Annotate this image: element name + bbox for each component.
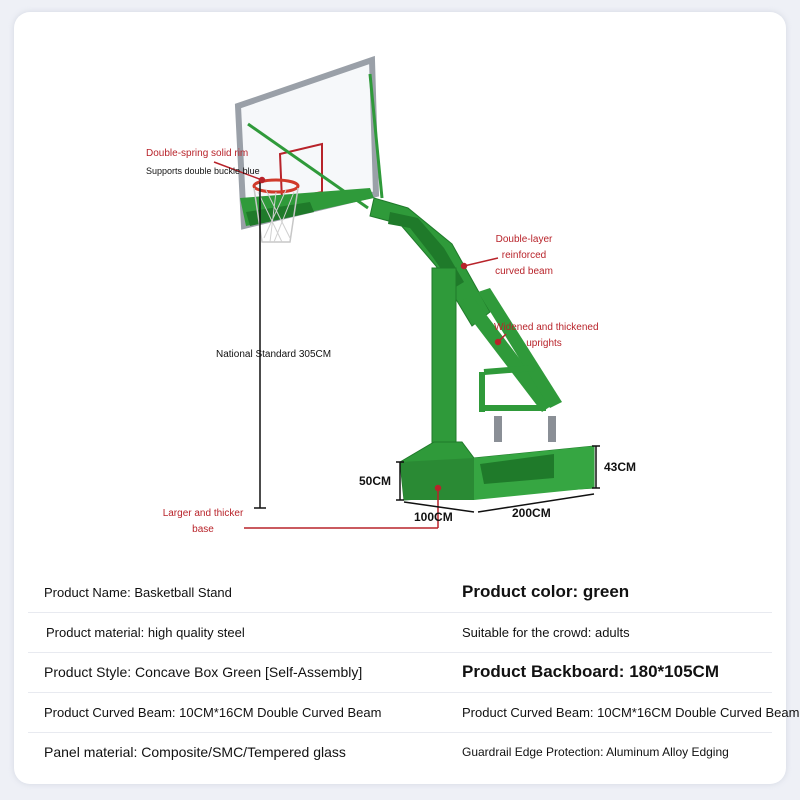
uprights-callout: Widened and thickened uprights: [494, 320, 599, 352]
product-card: Double-spring solid rim Supports double …: [14, 12, 799, 784]
spec-panel-material: Panel material: Composite/SMC/Tempered g…: [44, 744, 346, 760]
spec-guardrail: Guardrail Edge Protection: Aluminum Allo…: [462, 745, 729, 759]
base-height-label: 50CM: [359, 474, 392, 488]
uprights: [431, 267, 562, 459]
beam-callout-line: reinforced: [501, 250, 547, 261]
callout-leaders: [213, 161, 507, 529]
base-length-label: 200CM: [512, 506, 551, 520]
height-label: National Standard 305CM: [216, 349, 332, 360]
spec-backboard: Product Backboard: 180*105CM: [462, 662, 719, 681]
rim-callout-sub: Supports double buckle blue: [146, 166, 260, 176]
rim-and-net: [252, 178, 300, 243]
base-front-label: 100CM: [414, 510, 453, 524]
base-rear-height-label: 43CM: [604, 460, 637, 474]
rim-callout: Double-spring solid rim: [146, 148, 249, 159]
base-callout: Larger and thicker base: [162, 506, 244, 538]
spec-row: Product material: high quality steel Sui…: [28, 612, 772, 653]
beam-callout-line: curved beam: [495, 266, 553, 277]
spec-row: Panel material: Composite/SMC/Tempered g…: [28, 732, 772, 772]
uprights-callout-line: uprights: [526, 338, 562, 349]
spec-table: Product Name: Basketball Stand Product c…: [14, 572, 799, 784]
spec-row: Product Name: Basketball Stand Product c…: [28, 572, 772, 613]
spec-product-name: Product Name: Basketball Stand: [44, 584, 232, 600]
spec-crowd: Suitable for the crowd: adults: [462, 624, 630, 640]
base-callout-line: Larger and thicker: [162, 508, 244, 519]
beam-callout-line: Double-layer: [495, 234, 553, 245]
spec-curved-beam-right: Product Curved Beam: 10CM*16CM Double Cu…: [462, 704, 800, 720]
base-callout-line: base: [192, 524, 214, 535]
beam-callout: Double-layer reinforced curved beam: [492, 232, 556, 280]
spec-product-color: Product color: green: [462, 582, 630, 601]
dimension-lines: [396, 445, 600, 513]
spec-row: Product Style: Concave Box Green [Self-A…: [28, 652, 772, 693]
basketball-stand-figure: Double-spring solid rim Supports double …: [14, 12, 786, 572]
uprights-callout-line: Widened and thickened: [494, 322, 599, 333]
spec-curved-beam-left: Product Curved Beam: 10CM*16CM Double Cu…: [44, 704, 382, 720]
base: [399, 441, 595, 501]
spec-row: Product Curved Beam: 10CM*16CM Double Cu…: [28, 692, 799, 733]
spec-product-style: Product Style: Concave Box Green [Self-A…: [44, 664, 363, 680]
basketball-stand-illustration: [213, 55, 600, 529]
spec-product-material: Product material: high quality steel: [46, 624, 245, 640]
